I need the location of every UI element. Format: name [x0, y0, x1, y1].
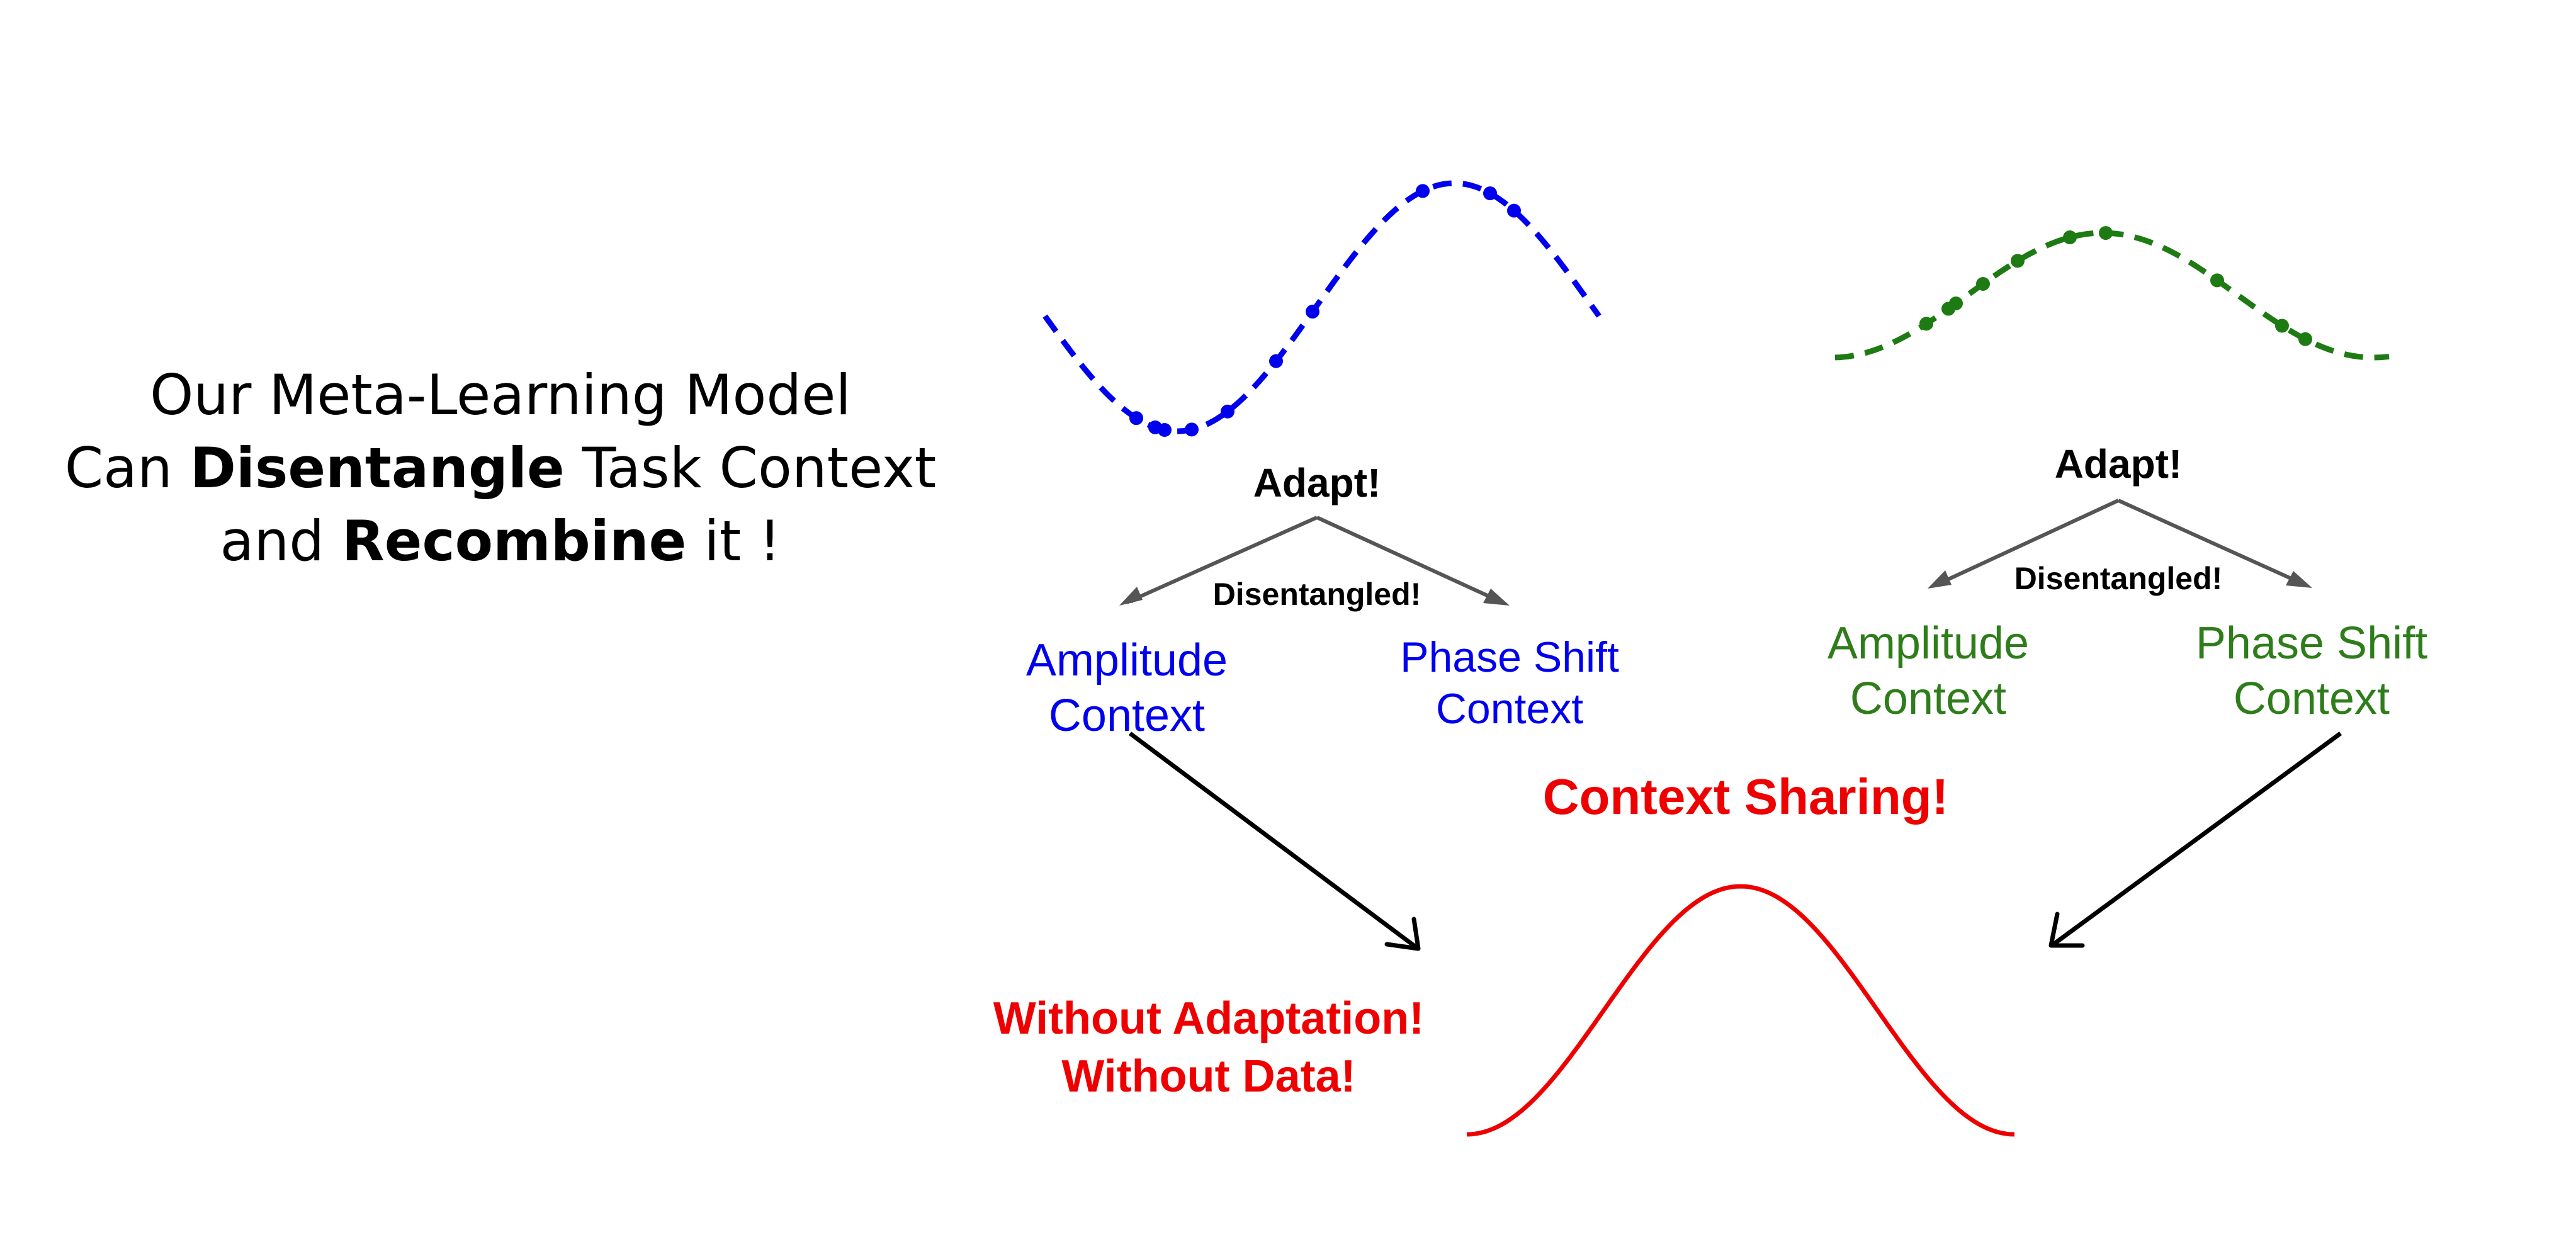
- blue-sample-point: [1185, 422, 1199, 437]
- without-data-label: Without Data!: [1061, 1051, 1356, 1102]
- headline-line-3-pre: and: [220, 509, 342, 573]
- green-sample-point: [2210, 273, 2224, 288]
- left-phase-shift-context-line-1: Phase Shift: [1400, 633, 1619, 681]
- blue-sample-point: [1269, 354, 1283, 368]
- left-phase-shift-context: Phase Shift Context: [1400, 631, 1619, 735]
- right-split-arrowhead-phase: [2286, 571, 2312, 588]
- amplitude-to-result-arrowhead: [1384, 917, 1421, 951]
- right-adapt-label: Adapt!: [2054, 441, 2183, 487]
- blue-sample-point: [1158, 422, 1172, 437]
- without-adaptation-label: Without Adaptation!: [993, 993, 1425, 1044]
- right-split-arrowhead-amplitude: [1928, 570, 1952, 589]
- left-amplitude-context-line-2: Context: [1048, 691, 1206, 741]
- amplitude-to-result-arrow: [1128, 731, 1418, 949]
- context-sharing-label: Context Sharing!: [1542, 769, 1949, 825]
- left-amplitude-context-line-1: Amplitude: [1025, 635, 1228, 686]
- right-phase-shift-context: Phase Shift Context: [2196, 616, 2427, 726]
- left-split-arrowhead-phase: [1483, 589, 1510, 606]
- recombined-sine-curve: [1466, 884, 2015, 1137]
- headline-line-2-pre: Can: [64, 436, 190, 500]
- without-caption: Without Adaptation! Without Data!: [993, 990, 1425, 1105]
- headline-line-3-post: it !: [686, 509, 781, 573]
- headline-recombine: Recombine: [342, 509, 687, 573]
- blue-task-sample-points: [1129, 184, 1521, 437]
- headline-line-2: Can Disentangle Task Context: [65, 432, 937, 505]
- right-amplitude-context: Amplitude Context: [1827, 616, 2029, 726]
- right-split-arrow-amplitude: [1936, 499, 2120, 586]
- green-sample-point: [1919, 317, 1933, 331]
- right-amplitude-context-line-2: Context: [1850, 674, 2007, 724]
- green-sample-point: [1949, 296, 1963, 310]
- blue-sample-point: [1129, 411, 1143, 426]
- green-sample-point: [2275, 319, 2289, 333]
- right-amplitude-context-line-1: Amplitude: [1827, 618, 2030, 669]
- left-split-arrowhead-amplitude: [1119, 587, 1143, 606]
- headline: Our Meta-Learning Model Can Disentangle …: [65, 359, 937, 578]
- left-phase-shift-context-line-2: Context: [1435, 685, 1584, 733]
- blue-sample-point: [1507, 203, 1521, 218]
- left-adapt-label: Adapt!: [1253, 460, 1381, 505]
- green-task-sample-points: [1919, 226, 2312, 346]
- green-sample-point: [2099, 226, 2113, 240]
- left-split-arrow-amplitude: [1126, 516, 1318, 604]
- right-split-arrow-phase: [2117, 499, 2302, 585]
- right-disentangled-label: Disentangled!: [2014, 561, 2223, 596]
- headline-line-1: Our Meta-Learning Model: [150, 363, 851, 427]
- headline-disentangle: Disentangle: [189, 436, 565, 500]
- green-sample-point: [1976, 277, 1990, 291]
- green-sample-point: [2298, 332, 2312, 346]
- blue-sample-point: [1221, 404, 1234, 419]
- blue-sample-point: [1306, 305, 1319, 319]
- phase-to-result-arrow: [2052, 731, 2342, 946]
- blue-sample-point: [1483, 186, 1497, 201]
- right-phase-shift-context-line-1: Phase Shift: [2195, 618, 2428, 669]
- blue-task-sine-curve: [1042, 180, 1602, 434]
- left-split-arrow-phase: [1316, 516, 1500, 602]
- phase-to-result-arrowhead: [2048, 912, 2085, 948]
- left-disentangled-label: Disentangled!: [1212, 577, 1421, 612]
- green-sample-point: [2063, 230, 2077, 245]
- blue-sample-point: [1416, 184, 1430, 198]
- left-amplitude-context: Amplitude Context: [1026, 633, 1228, 743]
- headline-line-2-post: Task Context: [564, 436, 937, 500]
- headline-line-3: and Recombine it !: [65, 505, 937, 578]
- right-phase-shift-context-line-2: Context: [2233, 674, 2390, 724]
- green-sample-point: [2011, 254, 2025, 268]
